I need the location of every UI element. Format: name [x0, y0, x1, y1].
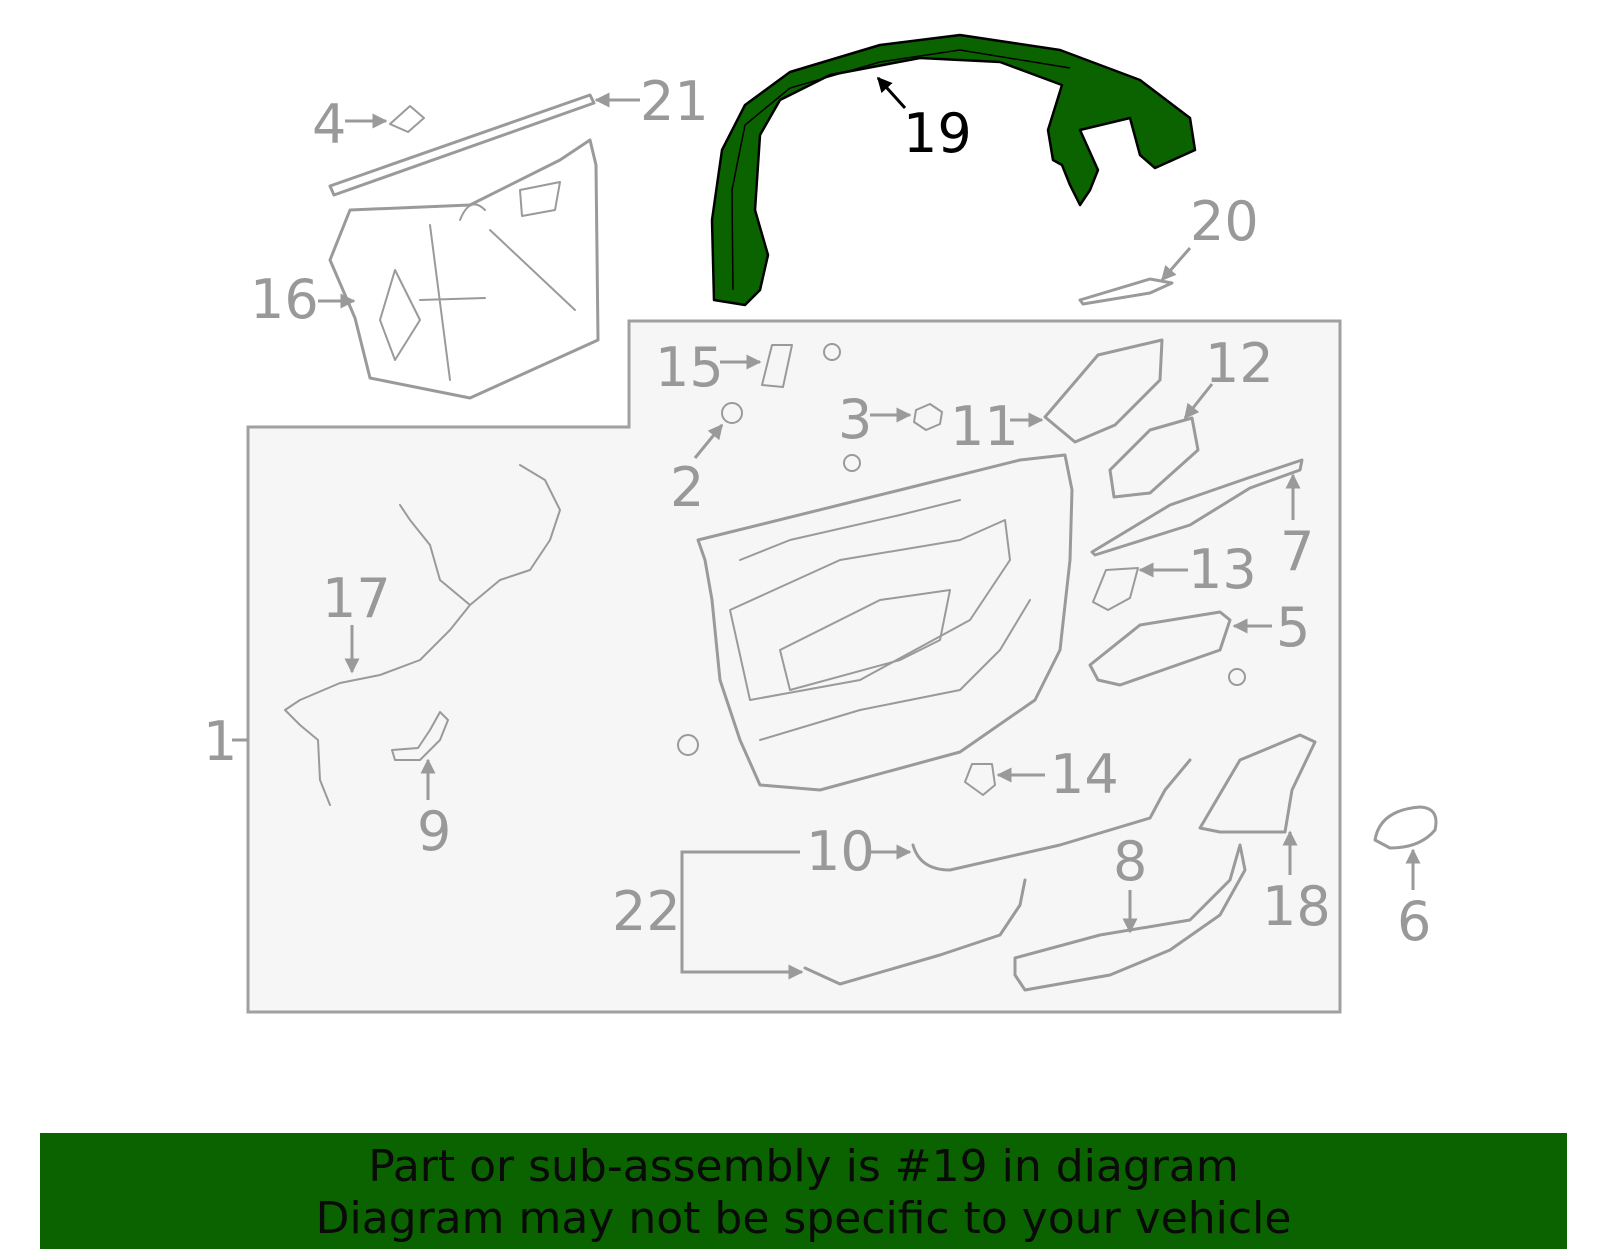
part-22-lower-strip: [803, 878, 1027, 986]
leader-2: [693, 423, 724, 459]
part-20-trim: [1078, 277, 1174, 306]
part-16-deflector: [328, 138, 600, 400]
callout-10: 10: [806, 820, 875, 883]
screw-a: [823, 343, 841, 361]
leader-19: [876, 76, 907, 110]
part-10-lower-strip: [911, 758, 1192, 872]
callout-22: 22: [612, 880, 681, 943]
banner-line-1: Part or sub-assembly is #19 in diagram: [368, 1141, 1239, 1192]
callout-5: 5: [1276, 596, 1310, 659]
screw-c: [1228, 668, 1246, 686]
callout-14: 14: [1050, 743, 1119, 806]
callout-7: 7: [1280, 520, 1314, 583]
callout-1: 1: [203, 710, 237, 773]
leader-20: [1160, 247, 1192, 282]
part-6-cap: [1373, 805, 1438, 850]
part-18-end-cap: [1198, 733, 1317, 834]
callout-21: 21: [640, 70, 709, 133]
part-8-armrest: [1013, 843, 1247, 992]
callout-4: 4: [312, 93, 346, 156]
part-17-harness: [284, 464, 561, 806]
callout-16: 16: [250, 268, 319, 331]
part-17-harness-branch: [399, 504, 471, 606]
part-5-handle: [1088, 610, 1232, 687]
leader-12: [1183, 383, 1214, 420]
callout-17: 17: [322, 567, 391, 630]
part-2-nut: [721, 402, 743, 424]
part-15-clip: [761, 344, 793, 388]
screw-d: [677, 734, 699, 756]
assembly-frame: [246, 319, 1342, 1014]
callout-2: 2: [670, 456, 704, 519]
callout-13: 13: [1188, 538, 1257, 601]
part-21-belt-strip: [328, 93, 596, 197]
part-9-connector: [391, 711, 449, 761]
part-11-switch-bezel: [1043, 338, 1164, 444]
screw-b: [843, 454, 861, 472]
part-3-nut: [913, 403, 943, 431]
info-banner: Part or sub-assembly is #19 in diagram D…: [40, 1133, 1567, 1249]
part-13-bracket: [1092, 567, 1139, 611]
door-trim-panel: [696, 453, 1074, 792]
callout-6: 6: [1397, 890, 1431, 953]
callout-11: 11: [950, 395, 1019, 458]
part-12-window-switch: [1108, 416, 1200, 499]
callout-8: 8: [1113, 830, 1147, 893]
part-19-highlighted: [710, 33, 1197, 307]
callout-9: 9: [417, 800, 451, 863]
callout-3: 3: [838, 388, 872, 451]
part-7-upper-trim: [1090, 458, 1304, 557]
callout-15: 15: [655, 336, 724, 399]
callout-18: 18: [1262, 875, 1331, 938]
part-14-clip: [964, 763, 996, 796]
part-4-clip: [389, 105, 425, 133]
callout-12: 12: [1205, 332, 1274, 395]
callout-20: 20: [1190, 190, 1259, 253]
banner-line-2: Diagram may not be specific to your vehi…: [315, 1193, 1292, 1244]
callout-19: 19: [903, 102, 972, 165]
leader-22: [680, 850, 804, 980]
